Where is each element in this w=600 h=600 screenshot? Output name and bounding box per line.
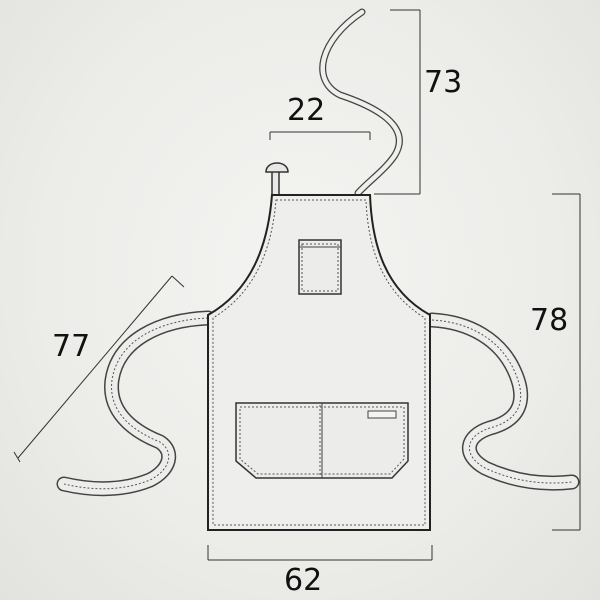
chest-pocket bbox=[298, 239, 342, 295]
front-pocket bbox=[235, 402, 409, 479]
waist-tie-length-label: 77 bbox=[52, 329, 90, 364]
neck-strap-length-label: 73 bbox=[424, 65, 462, 100]
dimension-bottom-width: 62 bbox=[207, 545, 433, 598]
left-waist-tie bbox=[56, 310, 216, 497]
pocket-label-tab bbox=[367, 410, 397, 419]
body-height-label: 78 bbox=[530, 303, 568, 338]
neck-width-label: 22 bbox=[287, 93, 325, 128]
dimension-waist-tie: 77 bbox=[13, 275, 185, 463]
dimension-neck-strap: 73 bbox=[374, 9, 462, 195]
dimension-neck-width: 22 bbox=[269, 93, 371, 140]
right-waist-tie bbox=[424, 312, 580, 491]
neck-strap bbox=[319, 8, 403, 197]
bottom-width-label: 62 bbox=[284, 563, 322, 598]
neck-button bbox=[265, 162, 289, 196]
dimension-body-height: 78 bbox=[530, 193, 581, 531]
